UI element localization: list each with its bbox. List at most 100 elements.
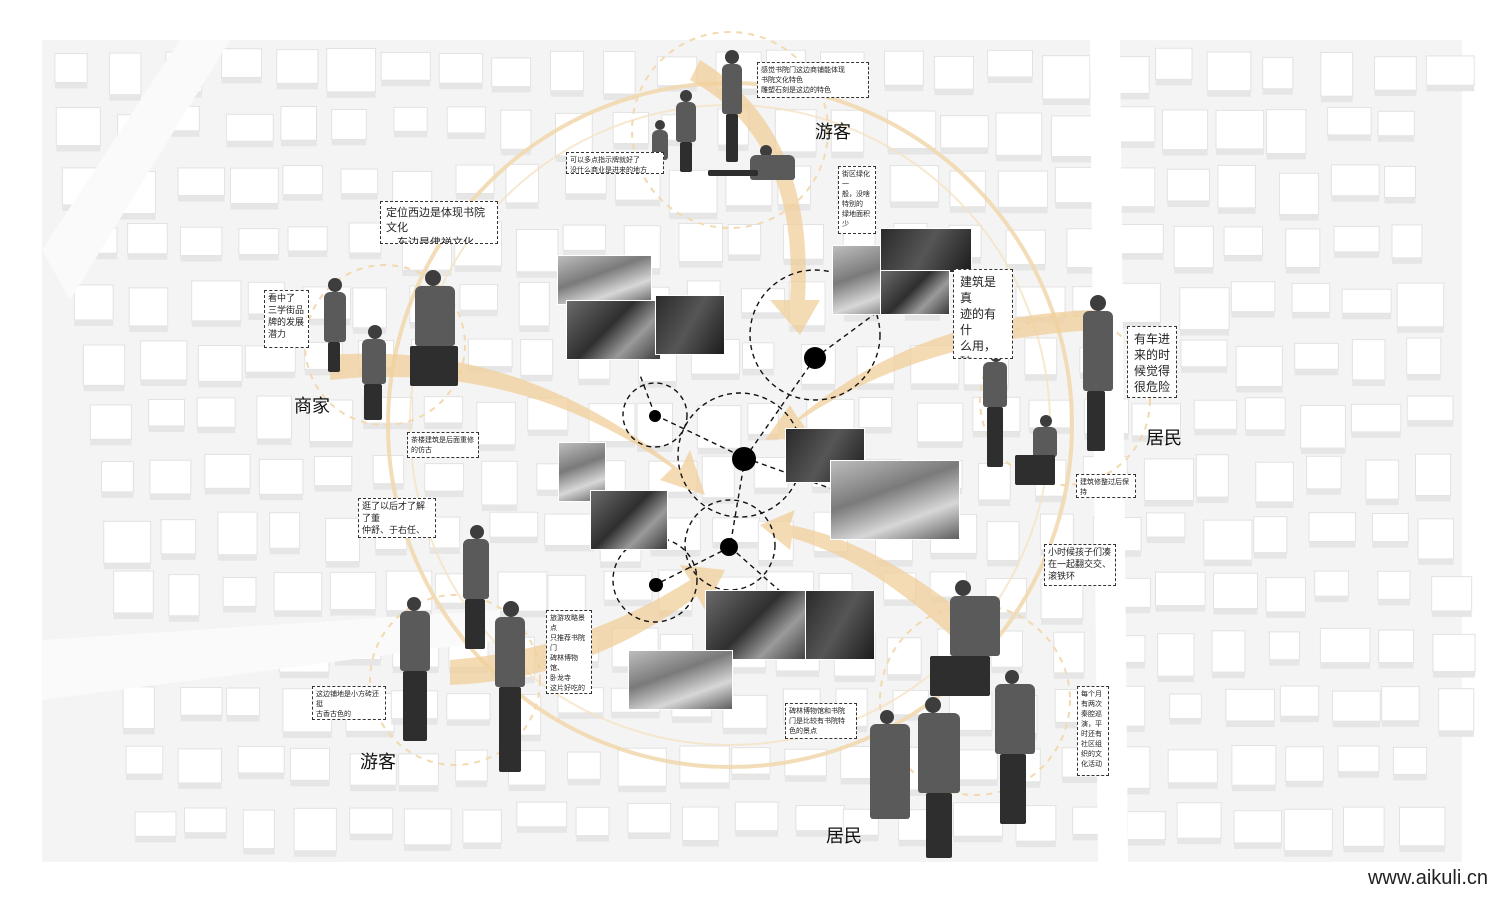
map-block-side <box>197 427 236 434</box>
map-block-side <box>280 140 317 147</box>
map-block <box>184 807 227 834</box>
map-block-side <box>1337 771 1379 778</box>
map-block <box>1266 109 1307 154</box>
map-block-side <box>565 193 607 200</box>
node-center <box>732 447 756 471</box>
note-tourist-bottom-2: 旅游攻略景点 只推荐书院门 碑林博物馆、 卧龙寺 这片好吃的老 店在城墙根吧 <box>546 610 592 694</box>
photo-street-s-1 <box>705 590 810 660</box>
map-block <box>741 342 775 370</box>
map-block-side <box>1374 90 1417 97</box>
map-block-side <box>435 603 482 610</box>
flow-arrows <box>330 60 1095 685</box>
map-block <box>1042 55 1091 100</box>
map-block-side <box>330 609 376 616</box>
people-tourists-top <box>650 50 820 200</box>
map-block-side <box>834 676 876 683</box>
map-block-side <box>1384 197 1416 204</box>
map-block <box>179 226 223 257</box>
note-tourist-top-2: 可以多点指示牌就好了 没什么商业是进来的地方 <box>566 152 664 174</box>
map-block-side <box>238 773 285 780</box>
map-block-side <box>1167 200 1210 207</box>
map-block-side <box>987 77 1033 84</box>
map-block-side <box>985 612 1027 619</box>
note-resident-bottom-2: 碑林博物馆和书院 门是比较有书院特 色的景点 <box>785 703 857 739</box>
map-block <box>1255 461 1294 503</box>
map-block-side <box>758 560 794 567</box>
map-block <box>1265 577 1306 613</box>
map-block <box>424 463 465 492</box>
map-block-side <box>1101 607 1151 614</box>
map-block <box>481 460 518 506</box>
map-block-side <box>90 439 132 446</box>
map-block <box>197 344 243 382</box>
map-block-side <box>831 152 864 159</box>
map-block-side <box>897 790 948 797</box>
map-block <box>125 745 164 775</box>
map-block-side <box>795 830 845 837</box>
map-block-side <box>424 491 464 498</box>
map-block <box>1399 806 1446 847</box>
map-block <box>1154 571 1206 607</box>
map-block <box>520 339 554 376</box>
map-block <box>89 404 132 440</box>
map-block-side <box>1245 429 1286 436</box>
map-block <box>562 224 607 251</box>
map-block <box>1414 453 1452 496</box>
label-resident-right: 居民 <box>1146 428 1182 449</box>
map-block-side <box>345 731 395 738</box>
map-block-side <box>326 91 376 98</box>
map-block-side <box>600 561 641 568</box>
map-block-side <box>109 94 142 101</box>
map-block-side <box>1343 846 1385 853</box>
map-block <box>986 521 1020 561</box>
note-tourist-bottom-1: 逛了以后才了解了董 仲舒、于右任、高培 支 <box>358 498 436 538</box>
map-block-side <box>843 835 879 842</box>
map-block-side <box>282 731 332 738</box>
map-block <box>1244 397 1286 431</box>
map-block-side <box>519 325 550 332</box>
map-block <box>1117 224 1164 255</box>
map-block-side <box>500 149 531 156</box>
map-block-side <box>304 369 343 376</box>
map-block <box>668 169 718 214</box>
map-block-side <box>949 730 992 737</box>
map-block-side <box>1144 500 1194 507</box>
map-block-side <box>294 850 337 857</box>
map-block-side <box>1168 782 1218 789</box>
map-block <box>446 106 486 134</box>
map-block-side <box>702 497 735 504</box>
node-south <box>720 538 738 556</box>
map-block-side <box>844 315 879 322</box>
map-block-side <box>161 553 196 560</box>
map-block <box>886 637 922 676</box>
map-block <box>290 747 330 781</box>
node-west <box>649 410 661 422</box>
map-block-side <box>801 384 836 391</box>
map-block-side <box>679 782 730 789</box>
map-block-side <box>1108 206 1155 213</box>
map-block-side <box>217 554 258 561</box>
map-block-side <box>578 379 610 386</box>
map-block-side <box>178 782 222 789</box>
map-block <box>309 399 354 443</box>
map-block <box>505 163 539 204</box>
map-block <box>1015 286 1066 318</box>
map-block-side <box>998 207 1048 214</box>
map-block <box>191 280 242 322</box>
map-block-side <box>349 253 381 260</box>
map-block-side <box>404 844 452 851</box>
map-block-side <box>987 560 1020 567</box>
map-block-side <box>1291 312 1330 319</box>
note-resident-right-2: 有车进 来的时 候觉得 很危险 <box>1127 326 1177 398</box>
map-block-side <box>789 325 826 332</box>
map-block-side <box>858 427 892 434</box>
map-block <box>1417 518 1455 560</box>
map-block <box>1327 107 1372 136</box>
map-block <box>884 50 924 86</box>
map-block-side <box>697 448 741 455</box>
map-block-side <box>498 611 547 618</box>
map-block <box>940 115 989 149</box>
map-block-side <box>1432 671 1476 678</box>
map-block-side <box>691 374 740 381</box>
map-block <box>1212 572 1259 609</box>
